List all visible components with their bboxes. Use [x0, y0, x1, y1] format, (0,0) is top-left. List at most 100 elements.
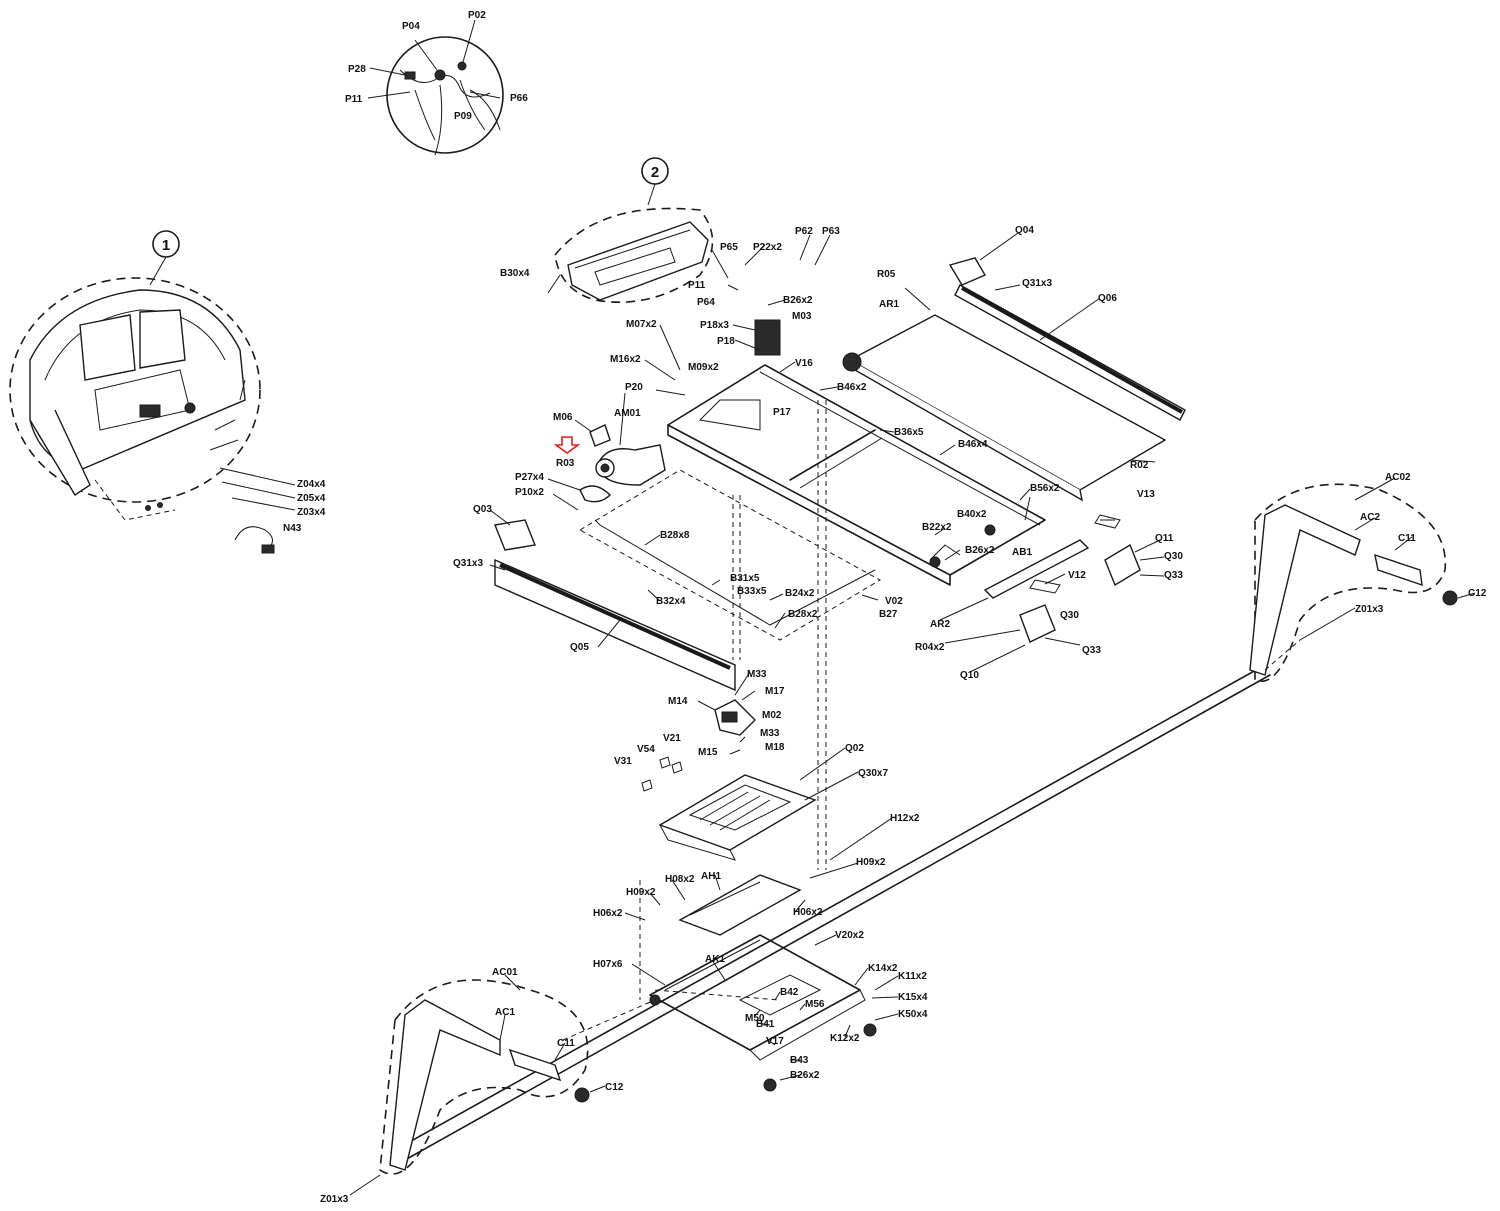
label-P27: P27x4: [515, 472, 544, 483]
label-P18x3: P18x3: [700, 320, 729, 331]
label-M06: M06: [553, 412, 573, 423]
label-B40: B40x2: [957, 509, 987, 520]
callout-1: 1: [162, 237, 170, 254]
label-B46a: B46x2: [837, 382, 867, 393]
label-AC02: AC02: [1385, 472, 1411, 483]
label-Q02: Q02: [845, 743, 864, 754]
label-R04: R04x2: [915, 642, 945, 653]
main-frame: [667, 319, 1046, 586]
label-B26c: B26x2: [790, 1070, 820, 1081]
label-R05: R05: [877, 269, 896, 280]
label-B28b: B28x2: [788, 609, 818, 620]
rear-base-tube: [394, 664, 1271, 1161]
label-B26b: B26x2: [965, 545, 995, 556]
label-B32: B32x4: [656, 596, 686, 607]
label-H08a: H08x2: [665, 874, 695, 885]
label-H12: H12x2: [890, 813, 920, 824]
label-AK1: AK1: [705, 954, 725, 965]
label-Q03: Q03: [473, 504, 492, 515]
label-H09b: H09x2: [626, 887, 656, 898]
right-upright: [1249, 483, 1458, 682]
label-R03: R03: [556, 458, 575, 469]
label-AR2: AR2: [930, 619, 950, 630]
label-B30: B30x4: [500, 268, 530, 279]
motor-cover: [554, 207, 714, 303]
label-V31: V31: [614, 756, 632, 767]
label-C11a: C11: [557, 1038, 575, 1049]
label-Q31b: Q31x3: [453, 558, 483, 569]
label-P04: P04: [402, 21, 420, 32]
drive-motor: [579, 424, 666, 503]
label-B46b: B46x4: [958, 439, 988, 450]
rear-roller: [983, 514, 1141, 643]
label-V12: V12: [1068, 570, 1086, 581]
label-V17: V17: [766, 1036, 784, 1047]
label-P66: P66: [510, 93, 528, 104]
leader-lines: [349, 232, 1476, 1196]
label-K11: K11x2: [898, 971, 927, 982]
label-P20: P20: [625, 382, 643, 393]
side-rail-right: [948, 257, 1186, 421]
label-K14: K14x2: [868, 963, 898, 974]
label-P18: P18: [717, 336, 735, 347]
console-assembly: [9, 277, 296, 554]
label-AC1: AC1: [495, 1007, 515, 1018]
assembly-guides: [562, 400, 1301, 1041]
label-AC2: AC2: [1360, 512, 1380, 523]
label-V20: V20x2: [835, 930, 864, 941]
label-Q11: Q11: [1155, 533, 1174, 544]
label-Q30x7: Q30x7: [858, 768, 888, 779]
label-P11b: P11: [688, 280, 706, 291]
label-B31: B31x5: [730, 573, 760, 584]
controller-tray: [641, 699, 817, 861]
label-P17: P17: [773, 407, 791, 418]
highlight-arrow-icon: [553, 436, 581, 454]
label-Z01b: Z01x3: [1355, 604, 1384, 615]
running-deck: [842, 314, 1167, 502]
label-V21: V21: [663, 733, 681, 744]
label-Z05: Z05x4: [297, 493, 326, 504]
label-M15: M15: [698, 747, 718, 758]
label-AC01: AC01: [492, 967, 518, 978]
label-AM01: AM01: [614, 408, 641, 419]
label-H09a: H09x2: [856, 857, 886, 868]
left-upright: [379, 979, 590, 1175]
label-P09: P09: [454, 111, 472, 122]
label-P65: P65: [720, 242, 738, 253]
label-Q31a: Q31x3: [1022, 278, 1052, 289]
label-K50: K50x4: [898, 1009, 928, 1020]
label-B43: B43: [790, 1055, 809, 1066]
label-Z04: Z04x4: [297, 479, 326, 490]
label-H06b: H06x2: [793, 907, 823, 918]
label-C11b: C11: [1398, 533, 1416, 544]
label-Q33a: Q33: [1164, 570, 1183, 581]
label-AH1: AH1: [701, 871, 721, 882]
label-P63: P63: [822, 226, 840, 237]
label-AB1: AB1: [1012, 547, 1032, 558]
label-M50: M50: [745, 1013, 765, 1024]
label-P28: P28: [348, 64, 366, 75]
label-P02: P02: [468, 10, 486, 21]
label-P62: P62: [795, 226, 813, 237]
label-Q30b: Q30: [1060, 610, 1079, 621]
callout-2: 2: [651, 164, 659, 181]
label-Q10: Q10: [960, 670, 979, 681]
label-Q06: Q06: [1098, 293, 1117, 304]
label-Q05: Q05: [570, 642, 589, 653]
label-B27: B27: [879, 609, 898, 620]
label-H07: H07x6: [593, 959, 623, 970]
side-rail-left: [494, 519, 736, 692]
label-M16: M16x2: [610, 354, 641, 365]
label-V13: V13: [1137, 489, 1155, 500]
label-M07: M07x2: [626, 319, 657, 330]
label-P22: P22x2: [753, 242, 782, 253]
base-frame-cradle: [649, 874, 877, 1092]
label-M56: M56: [805, 999, 825, 1010]
label-K15: K15x4: [898, 992, 928, 1003]
label-V02: V02: [885, 596, 903, 607]
label-R02: R02: [1130, 460, 1149, 471]
label-V54: V54: [637, 744, 655, 755]
label-N43: N43: [283, 523, 302, 534]
label-M02: M02: [762, 710, 782, 721]
